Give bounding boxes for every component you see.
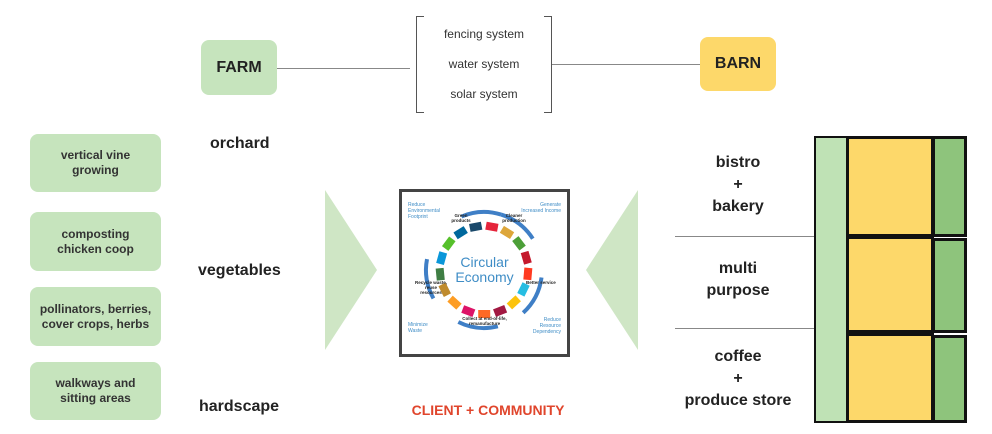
system-item: water system (448, 57, 520, 71)
ce-step: Collect at end-of-life, remanufacture (462, 316, 507, 326)
sdg-segment (520, 250, 532, 265)
arrow-left-triangle (586, 190, 638, 350)
farm-item-vine: vertical vine growing (30, 134, 161, 192)
cycle-arrow (424, 258, 436, 300)
system-item: solar system (450, 87, 518, 101)
plan-yellow-room (846, 136, 934, 237)
divider (675, 328, 815, 329)
ce-step: Recycle waste, reuse resources (414, 280, 448, 295)
farm-connector (277, 68, 410, 69)
sdg-segment (493, 305, 508, 317)
ce-corner: Generate Increased Income (521, 202, 561, 214)
barn-connector (552, 64, 700, 65)
sdg-segment (441, 236, 456, 251)
farm-item-pollinators: pollinators, berries, cover crops, herbs (30, 287, 161, 346)
space-coffee: coffee+produce store (684, 348, 792, 409)
sdg-segment (485, 221, 499, 232)
sdg-segment (499, 225, 515, 240)
plan-yellow-room (846, 333, 934, 423)
sdg-segment (478, 309, 491, 319)
arrow-right-triangle (325, 190, 377, 350)
zone-hardscape: hardscape (199, 398, 280, 415)
system-item: fencing system (443, 27, 525, 41)
sdg-segment (512, 236, 526, 251)
ce-corner: Minimize Waste (408, 322, 428, 334)
sdg-segment (523, 267, 533, 281)
farm-box: FARM (201, 40, 277, 95)
systems-bracket (416, 16, 552, 113)
ce-corner: Reduce Environmental Footprint (408, 202, 440, 220)
plan-light-green-strip (814, 136, 848, 423)
cycle-arrow (500, 212, 535, 240)
farm-item-coop: composting chicken coop (30, 212, 161, 271)
plan-green-room (932, 335, 967, 423)
zone-vegetables: vegetables (198, 262, 281, 279)
sdg-segment (506, 295, 521, 310)
sdg-segment (517, 282, 530, 297)
sdg-segment (438, 282, 451, 297)
cycle-arrow (521, 277, 544, 315)
ce-step: Cleaner production (502, 213, 526, 223)
center-caption: CLIENT + COMMUNITY (411, 402, 565, 418)
sdg-segment (469, 221, 483, 232)
cycle-arrow (460, 210, 502, 219)
ce-step: Better service (526, 280, 556, 285)
sdg-segment (453, 226, 468, 240)
cycle-arrow (457, 320, 499, 330)
sdg-segment (436, 251, 448, 266)
plan-yellow-room (846, 236, 934, 333)
zone-orchard: orchard (210, 135, 270, 152)
sdg-segment (461, 305, 476, 317)
ce-step: Green products (451, 213, 471, 223)
farm-item-walkways: walkways and sitting areas (30, 362, 161, 420)
plan-green-room (932, 136, 967, 237)
divider (675, 236, 815, 237)
sdg-segment (435, 267, 445, 281)
sdg-segment (447, 295, 462, 310)
space-bistro: bistro+bakery (712, 154, 764, 215)
plan-green-room (932, 238, 967, 333)
ce-corner: Reduce Resource Dependency (532, 317, 561, 335)
barn-box: BARN (700, 37, 776, 91)
